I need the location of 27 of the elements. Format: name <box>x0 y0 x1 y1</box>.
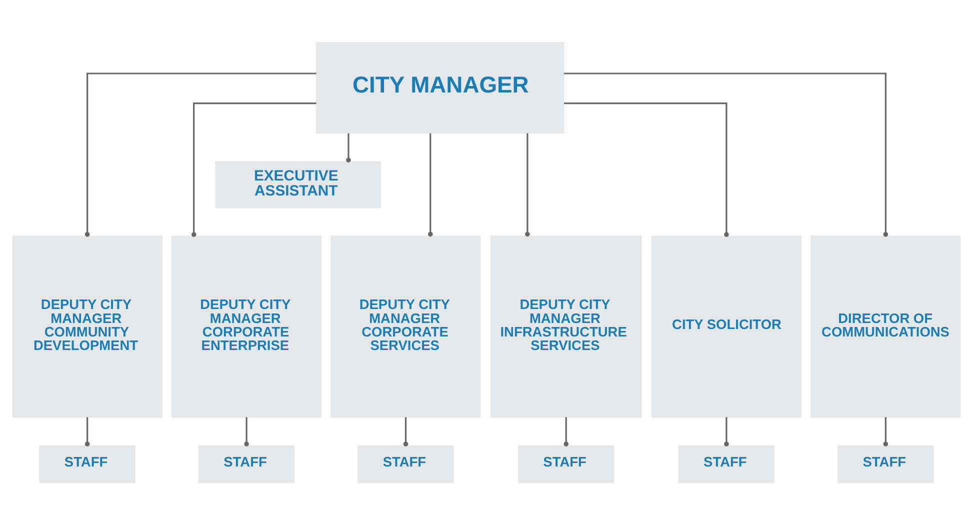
connector <box>244 416 249 446</box>
connector <box>564 416 569 446</box>
node-box: STAFF <box>358 444 454 482</box>
connector <box>525 132 530 236</box>
node-box: STAFF <box>198 444 295 482</box>
connector <box>84 72 316 236</box>
node-box: CITY SOLICITOR <box>651 235 802 418</box>
node-box: DIRECTOR OF COMMUNICATIONS <box>810 235 961 418</box>
node-box: DEPUTY CITY MANAGER CORPORATE ENTERPRISE <box>172 235 322 418</box>
connector <box>724 416 729 446</box>
connector <box>428 132 433 236</box>
connector <box>346 132 351 162</box>
node-box: EXECUTIVE ASSISTANT <box>215 160 382 208</box>
node-box: STAFF <box>39 444 136 482</box>
node-box: DEPUTY CITY MANAGER CORPORATE SERVICES <box>330 235 481 418</box>
node-box: DEPUTY CITY MANAGER INFRASTRUCTURE SERVICES <box>490 235 642 418</box>
connector <box>403 416 408 446</box>
node-box: STAFF <box>838 444 934 482</box>
node-box: DEPUTY CITY MANAGER COMMUNITY DEVELOPMENT <box>12 235 162 418</box>
node-box: CITY MANAGER <box>316 42 564 134</box>
connector <box>883 416 888 446</box>
node-box: STAFF <box>678 444 775 482</box>
connector <box>564 72 888 236</box>
connector <box>191 102 316 236</box>
node-box: STAFF <box>518 444 614 482</box>
connector <box>84 416 90 446</box>
connector <box>564 102 729 236</box>
